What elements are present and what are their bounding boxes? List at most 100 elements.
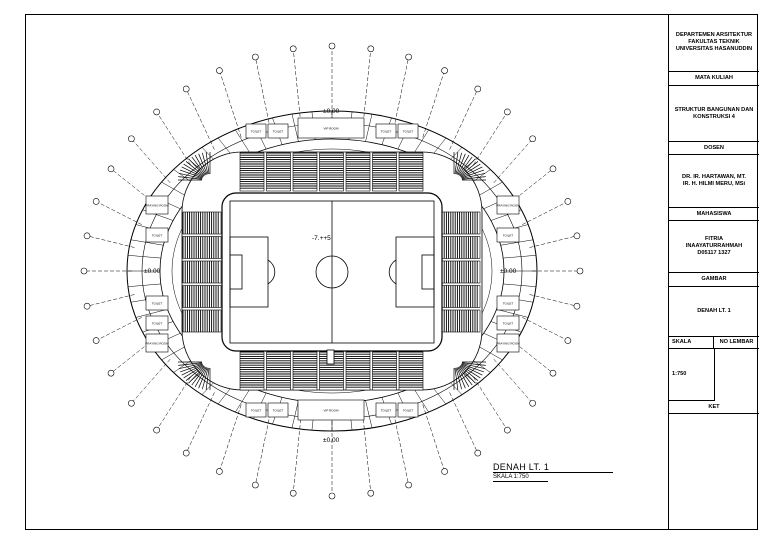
centre-circle (315, 255, 349, 289)
corner-seat-row (459, 365, 479, 381)
room-label: VIP ROOM (324, 409, 339, 413)
corner-seat-row (458, 366, 473, 386)
drawing-header: GAMBAR (669, 273, 759, 287)
room-outline (245, 402, 267, 418)
grid-axis-line (473, 111, 508, 166)
east-toilet-room: TOILET (496, 227, 520, 243)
corner-seat-row (459, 161, 479, 177)
west-prayer-room: PRAYING ROOM (145, 195, 169, 215)
west-toilet-room: TOILET (145, 315, 169, 331)
course-header: MATA KULIAH (669, 72, 759, 86)
corner-seat-row (194, 155, 207, 175)
shell-frame-line (127, 283, 161, 287)
corner-seat-row (202, 367, 209, 390)
sheet-number-header: NO LEMBAR (714, 337, 759, 349)
grid-axis-bubble (549, 165, 557, 173)
grid-axis-line (449, 392, 478, 454)
east-stand-block (441, 211, 481, 235)
grid-axis-bubble (252, 481, 259, 489)
grid-axis-bubble (216, 468, 223, 475)
corner-seat-row (178, 172, 203, 179)
west-penalty-arc (267, 259, 276, 285)
stand-block-outline (266, 152, 291, 192)
room-label: TOILET (152, 302, 163, 306)
stand-block-outline (372, 152, 397, 192)
players-tunnel (326, 349, 335, 365)
room-label: TOILET (381, 409, 392, 413)
corner-stand (178, 152, 211, 181)
south-toilet-room: TOILET (375, 402, 397, 418)
student-info: FITRIA INAAYATURRAHMAH D05117 1327 (669, 221, 759, 273)
room-label: TOILET (152, 322, 163, 326)
south-stand-block (239, 351, 265, 391)
room-outline (496, 227, 520, 243)
stand-block-outline (345, 351, 371, 391)
east-stand-block (441, 236, 481, 259)
corner-stand (178, 361, 211, 390)
grid-axis-bubble (564, 337, 572, 344)
shell-frame-line (127, 255, 161, 259)
corner-seat-row (205, 367, 210, 390)
east-penalty-arc (388, 259, 397, 285)
shell-frame-line (365, 114, 373, 142)
corner-seat-row (181, 166, 204, 178)
grid-axis-bubble (92, 198, 100, 205)
student-header: MAHASISWA (669, 208, 759, 221)
room-label: TOILET (251, 130, 262, 134)
room-outline (375, 402, 397, 418)
grid-axis-bubble (80, 267, 88, 275)
grid-axis-bubble (576, 267, 584, 275)
grid-axis-bubble (504, 108, 511, 116)
corner-seat-row (457, 155, 470, 175)
room-outline (145, 227, 169, 243)
grid-axis-line (363, 48, 372, 123)
grid-axis-bubble (405, 481, 412, 489)
south-level-label: ±0.00 (323, 437, 340, 444)
west-level-label: ±0.00 (144, 268, 161, 275)
corner-seat-row (455, 367, 462, 390)
sheet-number-divider (714, 349, 715, 401)
north-toilet-room: TOILET (267, 123, 289, 139)
shell-frame-line (412, 129, 429, 155)
corner-seat-row (460, 163, 481, 177)
corner-seat-row (178, 176, 203, 180)
plan-scale-rule (493, 481, 548, 482)
grid-axis-bubble (441, 468, 448, 475)
grid-axis-bubble (252, 53, 259, 61)
west-prayer-room: PRAYING ROOM (145, 333, 169, 353)
room-label: TOILET (273, 130, 284, 134)
east-goal-box (421, 254, 435, 290)
grid-axis-bubble (405, 53, 412, 61)
grid-axis-line (186, 88, 215, 150)
grid-axis-line (156, 111, 191, 166)
corner-seat-row (183, 163, 204, 177)
lecturer-names: DR. IR. HARTAWAN, MT. IR. H. HILMI MERU,… (669, 155, 759, 208)
east-prayer-room: PRAYING ROOM (496, 333, 520, 353)
shell-frame-line (500, 239, 534, 246)
grid-axis-bubble (216, 67, 223, 74)
stand-block-outline (182, 285, 222, 308)
stand-block-outline (239, 152, 265, 192)
south-toilet-room: TOILET (397, 402, 419, 418)
corner-stand (453, 361, 486, 390)
grid-axis-line (422, 70, 445, 138)
corner-seat-row (198, 153, 208, 175)
grid-axis-bubble (328, 42, 336, 50)
plan-title: DENAH LT. 1 (493, 462, 550, 472)
grid-axis-bubble (504, 426, 511, 434)
corner-seat-row (179, 363, 203, 373)
room-label: PRAYING ROOM (496, 204, 520, 208)
north-stand-block (292, 152, 318, 192)
stand-block-outline (182, 236, 222, 259)
north-stand-block (266, 152, 291, 192)
corner-seat-row (460, 365, 481, 379)
north-toilet-room: TOILET (245, 123, 267, 139)
grid-axis-bubble (182, 85, 190, 93)
west-toilet-room: TOILET (145, 295, 169, 311)
room-label: TOILET (251, 409, 262, 413)
room-outline (297, 117, 365, 139)
room-label: PRAYING ROOM (145, 342, 169, 346)
east-toilet-room: TOILET (496, 295, 520, 311)
room-label: PRAYING ROOM (145, 204, 169, 208)
grid-axis-line (219, 70, 242, 138)
